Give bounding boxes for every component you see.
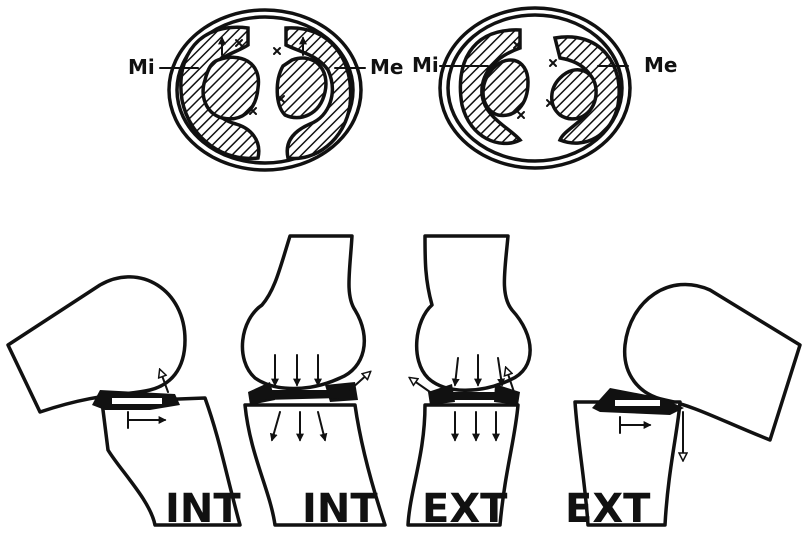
medial-label: Mi [412,53,439,77]
lateral-label: Me [370,55,403,79]
arrow-icon [410,378,430,392]
medial-contact-area [203,57,258,119]
panel-3-frontal-ext: EXT [408,236,530,532]
femur [417,236,530,390]
tibial-plateau-view-right: Mi Me [412,8,677,168]
panel-2-frontal-int: INT [242,236,385,532]
arrow-icon [350,372,370,390]
femur [8,277,185,412]
tibial-plateau-view-left: Mi Me [128,10,403,170]
panel-4-lateral-ext: EXT [565,284,800,532]
panel-caption: EXT [422,486,508,532]
lateral-label: Me [644,53,677,77]
panel-1-lateral-int: INT [8,277,241,532]
lateral-contact-area [277,58,326,118]
medial-label: Mi [128,55,155,79]
panel-caption: INT [165,486,241,532]
panel-caption: EXT [565,486,651,532]
femur [242,236,364,389]
panel-caption: INT [302,486,378,532]
lateral-contact-area [552,70,596,119]
